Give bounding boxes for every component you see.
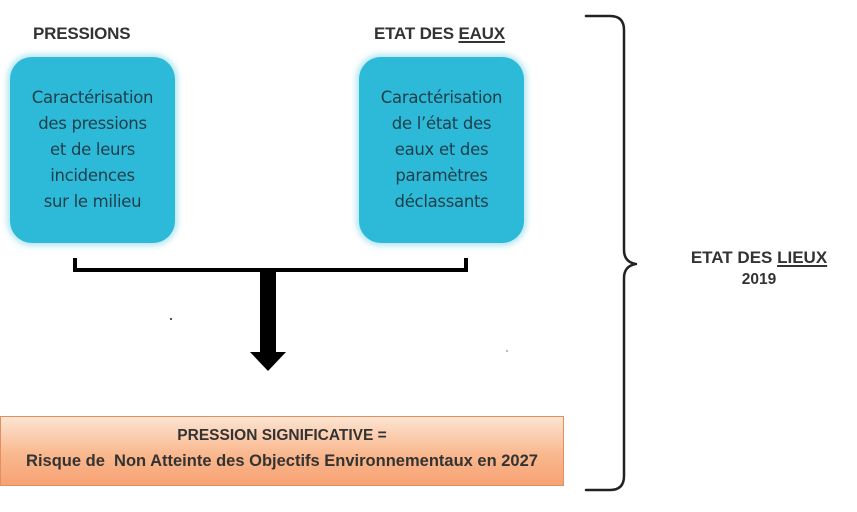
etat-des-lieux-underlined: LIEUX [777,248,828,267]
down-arrow-icon [250,268,286,371]
pressions-box-line: et de leurs [49,140,135,159]
pression-significative-box: PRESSION SIGNIFICATIVE = Risque de Non A… [0,416,564,486]
etat-des-eaux-box-line: de l’état des [391,114,492,133]
etat-des-eaux-heading: ETAT DES EAUX [374,24,505,44]
pressions-characterisation-box: Caractérisation des pressions et de leur… [10,57,175,243]
etat-des-lieux-label: ETAT DES LIEUX 2019 [661,248,857,289]
right-curly-brace [584,14,638,492]
etat-des-eaux-box-line: déclassants [394,192,489,211]
down-arrow-shaft [260,268,276,352]
pressions-box-line: sur le milieu [43,192,142,211]
etat-des-eaux-underlined: EAUX [458,24,505,43]
etat-des-eaux-box-line: paramètres [395,166,488,185]
etat-des-eaux-box-line: Caractérisation [380,88,503,107]
connector-left-tick [73,258,77,272]
pressions-heading: PRESSIONS [33,24,131,43]
stray-dot [506,350,508,352]
etat-des-lieux-year: 2019 [741,271,777,288]
pressions-box-line: des pressions [38,114,147,133]
pression-significative-title: PRESSION SIGNIFICATIVE = [177,427,387,444]
etat-des-eaux-box-text: Caractérisation de l’état des eaux et de… [380,85,503,215]
down-arrow-head [250,352,286,371]
pressions-box-text: Caractérisation des pressions et de leur… [31,85,154,215]
pressions-box-line: incidences [50,166,135,185]
etat-des-lieux-prefix: ETAT DES [690,248,778,267]
pression-significative-description: Risque de Non Atteinte des Objectifs Env… [26,452,538,470]
etat-des-eaux-characterisation-box: Caractérisation de l’état des eaux et de… [359,57,524,243]
stray-dot [170,318,172,320]
etat-des-eaux-box-line: eaux et des [394,140,489,159]
pressions-box-line: Caractérisation [31,88,154,107]
etat-des-eaux-prefix: ETAT DES [374,24,459,43]
connector-right-tick [464,258,468,272]
etat-des-lieux-title: ETAT DES LIEUX [661,248,857,268]
